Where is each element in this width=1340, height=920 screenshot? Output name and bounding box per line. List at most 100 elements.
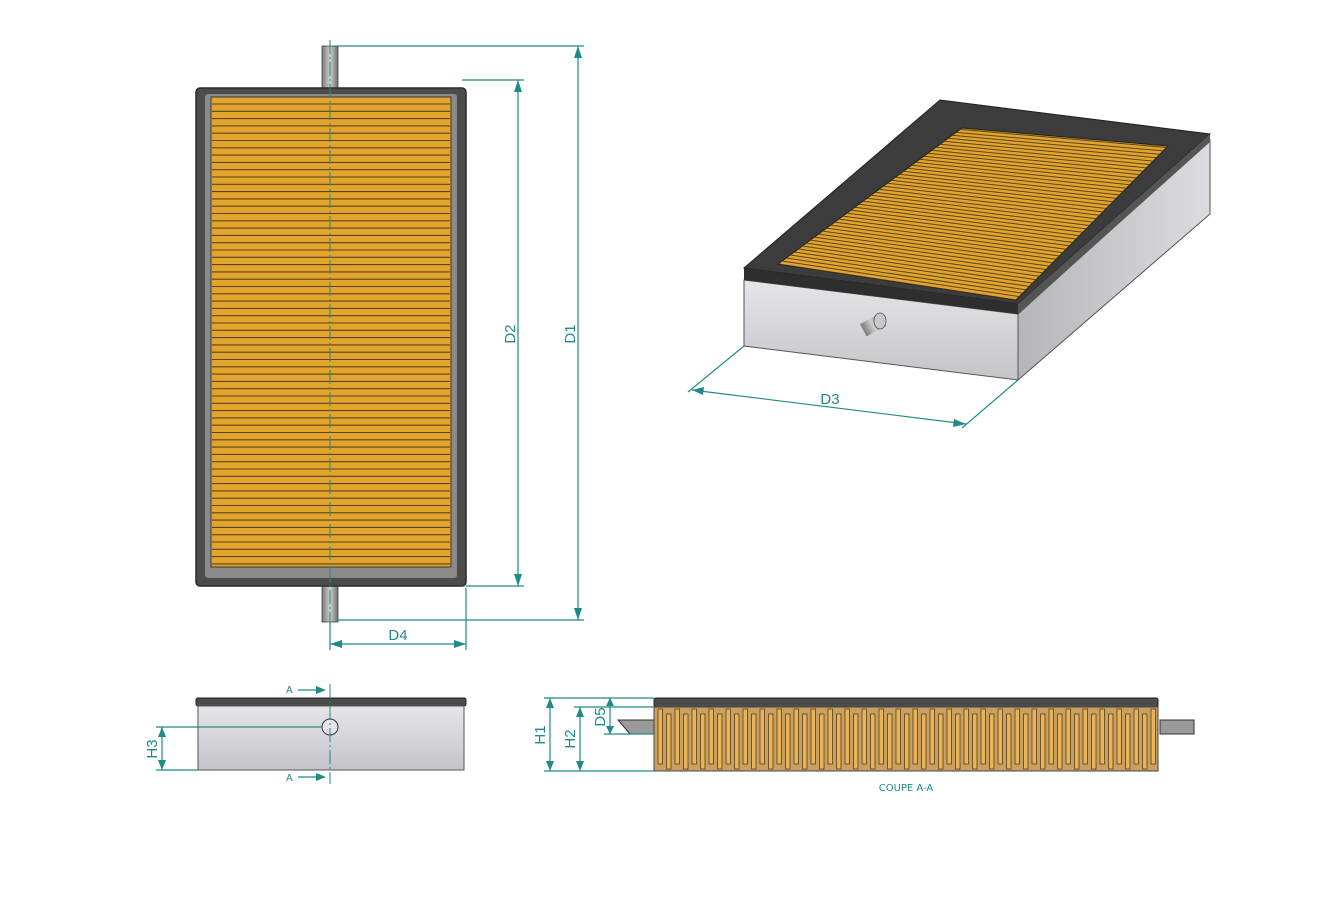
- iso-pole-stripe: [790, 254, 1027, 291]
- iso-pole-stripe: [883, 185, 1103, 213]
- lamination: [759, 708, 765, 765]
- top-view: [195, 40, 467, 630]
- lamination: [878, 708, 884, 765]
- dimension-h2: H2: [562, 706, 654, 771]
- iso-pole-stripe: [875, 191, 1097, 220]
- lamination: [742, 708, 748, 765]
- lamination: [1142, 713, 1148, 770]
- dimension-d2: D2: [462, 79, 524, 587]
- lamination: [793, 708, 799, 765]
- label-d4: D4: [388, 627, 407, 644]
- iso-pole-stripe: [927, 152, 1140, 176]
- section-caption: COUPE A-A: [879, 783, 934, 794]
- lamination: [708, 708, 714, 765]
- lamination: [946, 708, 952, 765]
- lamination: [1023, 713, 1029, 770]
- lamination: [980, 708, 986, 765]
- pole-plate: [210, 96, 452, 568]
- iso-pole-stripe: [919, 158, 1134, 182]
- label-d1: D1: [562, 324, 579, 343]
- lamination: [768, 713, 774, 770]
- lamination: [1116, 708, 1122, 765]
- dimension-d3: D3: [687, 345, 1019, 429]
- lamination: [921, 713, 927, 770]
- lamination: [691, 708, 697, 765]
- iso-pole-stripe: [846, 212, 1073, 243]
- label-d2: D2: [502, 324, 519, 343]
- lamination: [700, 713, 706, 770]
- dimension-h1: H1: [532, 697, 654, 772]
- iso-pole-stripe: [899, 173, 1117, 199]
- iso-pole-stripes: [778, 128, 1167, 300]
- iso-pole-stripe: [935, 146, 1147, 169]
- iso-pole-stripe: [895, 176, 1114, 203]
- lamination: [870, 713, 876, 770]
- iso-frame-lip-side: [1018, 134, 1210, 314]
- iso-pole-stripe: [879, 188, 1100, 216]
- iso-pole-stripe: [802, 245, 1037, 281]
- dimension-d5: D5: [592, 698, 654, 735]
- iso-pole-stripe: [810, 239, 1043, 274]
- lamination: [887, 713, 893, 770]
- lamination: [895, 708, 901, 765]
- iso-pole-stripe: [781, 260, 1020, 298]
- dimension-h3: H3: [144, 726, 322, 771]
- isometric-view: [742, 99, 1212, 382]
- iso-pole-stripe: [794, 251, 1030, 287]
- lamination: [819, 713, 825, 770]
- label-d5: D5: [592, 707, 609, 726]
- side-top-plate: [195, 697, 467, 707]
- section-left-pin: [616, 719, 657, 735]
- section-marker-bottom: A: [286, 773, 293, 784]
- lamination: [785, 713, 791, 770]
- lamination: [972, 713, 978, 770]
- lamination: [836, 713, 842, 770]
- lamination: [776, 708, 782, 765]
- iso-pole-stripe: [931, 149, 1144, 172]
- label-h3: H3: [144, 739, 161, 758]
- lamination: [1099, 708, 1105, 765]
- iso-pole-stripe: [822, 230, 1053, 264]
- lamination: [1150, 708, 1156, 765]
- iso-pole-stripe: [956, 131, 1164, 152]
- iso-pole-stripe: [947, 137, 1157, 159]
- lamination: [963, 708, 969, 765]
- lamination: [955, 713, 961, 770]
- pole-stripes: [212, 103, 450, 565]
- lamination: [1133, 708, 1139, 765]
- iso-pole-stripe: [818, 233, 1050, 267]
- iso-pin: [860, 312, 887, 337]
- iso-pole-stripe: [786, 257, 1023, 294]
- side-body: [197, 705, 465, 771]
- lamination: [1006, 713, 1012, 770]
- side-view: A A: [195, 684, 467, 784]
- iso-pole-stripe: [891, 179, 1110, 206]
- section-right-pin: [1159, 719, 1195, 735]
- dimension-d1: D1: [338, 45, 584, 621]
- iso-pole-stripe: [911, 164, 1127, 189]
- lamination: [1014, 708, 1020, 765]
- lamination: [989, 713, 995, 770]
- section-view: COUPE A-A: [616, 697, 1195, 794]
- section-laminations: [657, 708, 1156, 770]
- lamination: [997, 708, 1003, 765]
- iso-frame-lip: [744, 268, 1018, 314]
- lamination: [827, 708, 833, 765]
- dimension-d4: D4: [329, 588, 467, 650]
- lamination: [666, 713, 672, 770]
- iso-pole-stripe: [907, 167, 1124, 193]
- label-h2: H2: [562, 729, 579, 748]
- lamination: [1091, 713, 1097, 770]
- lamination: [844, 708, 850, 765]
- lamination: [1040, 713, 1046, 770]
- lamination: [734, 713, 740, 770]
- section-marker-top: A: [286, 685, 293, 696]
- iso-pole-stripe: [858, 203, 1083, 233]
- iso-pole-stripe: [830, 224, 1060, 257]
- lamination: [1048, 708, 1054, 765]
- lamination: [751, 713, 757, 770]
- label-h1: H1: [532, 725, 549, 744]
- lamination: [683, 713, 689, 770]
- iso-pole-stripe: [850, 209, 1077, 240]
